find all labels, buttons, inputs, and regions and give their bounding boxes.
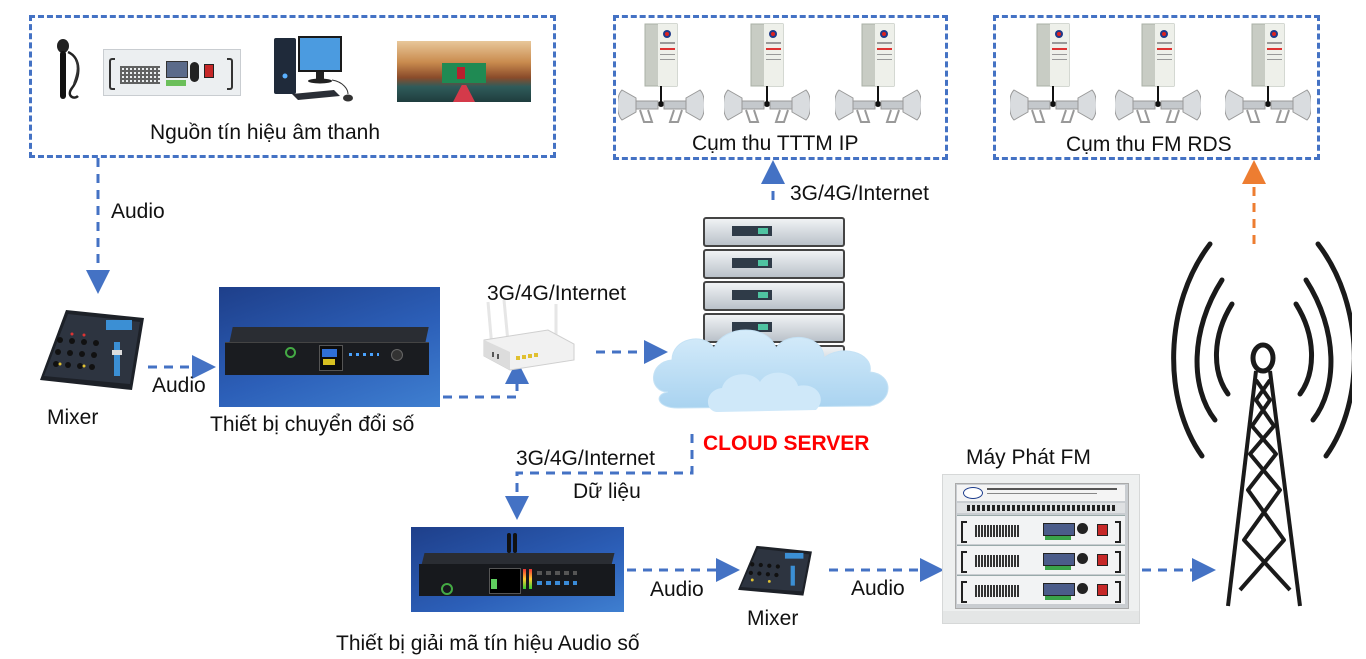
- decoder-image[interactable]: [411, 527, 624, 612]
- edge-label-mixer-to-transmitter: Audio: [851, 577, 905, 600]
- audio-rack-unit-image: [103, 49, 241, 96]
- conference-hall-image: [397, 41, 531, 102]
- fm-rack-unit: [957, 545, 1125, 574]
- ip-receiver-unit-icon: [835, 23, 921, 123]
- edge-label-decoder-to-mixer: Audio: [650, 578, 704, 601]
- mixer-top-icon[interactable]: [36, 306, 148, 392]
- fm-rds-receiver-unit-icon: [1010, 23, 1096, 123]
- decoder-label: Thiết bị giải mã tín hiệu Audio số: [336, 632, 640, 655]
- fm-rds-receivers-label: Cụm thu FM RDS: [1066, 133, 1232, 156]
- ip-receivers-group: [613, 15, 948, 160]
- audio-sources-group: [29, 15, 556, 158]
- arrow-converter-to-router: [443, 360, 529, 399]
- router-icon[interactable]: [478, 300, 578, 372]
- cloud-server-label: CLOUD SERVER: [703, 432, 870, 455]
- fm-rds-receivers-group: [993, 15, 1320, 160]
- mixer-top-label: Mixer: [47, 406, 99, 429]
- fm-transmitter-image[interactable]: [942, 474, 1140, 624]
- edge-label-router: 3G/4G/Internet: [487, 282, 626, 305]
- fm-transmitter-label: Máy Phát FM: [966, 446, 1091, 469]
- microphone-icon: [57, 39, 80, 99]
- ip-receiver-unit-icon: [724, 23, 810, 123]
- fm-rds-receiver-unit-icon: [1115, 23, 1201, 123]
- fm-rds-receiver-unit-icon: [1225, 23, 1311, 123]
- edge-label-mixer-to-converter: Audio: [152, 374, 206, 397]
- edge-label-cloud-to-decoder-bottom: Dữ liệu: [573, 480, 641, 503]
- edge-label-cloud-to-decoder-top: 3G/4G/Internet: [516, 447, 655, 470]
- edge-label-cloud-to-ip: 3G/4G/Internet: [790, 182, 929, 205]
- ip-receiver-unit-icon: [618, 23, 704, 123]
- digital-converter-label: Thiết bị chuyển đổi số: [210, 413, 415, 436]
- mixer-bottom-icon[interactable]: [735, 543, 815, 597]
- fm-rack-unit: [957, 515, 1125, 544]
- digital-converter-image[interactable]: [219, 287, 440, 407]
- audio-sources-label: Nguồn tín hiệu âm thanh: [150, 121, 380, 144]
- mixer-bottom-label: Mixer: [747, 607, 799, 630]
- fm-rack-unit: [957, 575, 1125, 604]
- cloud-server-icon[interactable]: [648, 212, 896, 432]
- desktop-computer-icon: [274, 36, 353, 102]
- antenna-tower-icon: [1171, 241, 1352, 607]
- ip-receivers-label: Cụm thu TTTM IP: [692, 132, 859, 155]
- edge-label-sources-to-mixer: Audio: [111, 200, 165, 223]
